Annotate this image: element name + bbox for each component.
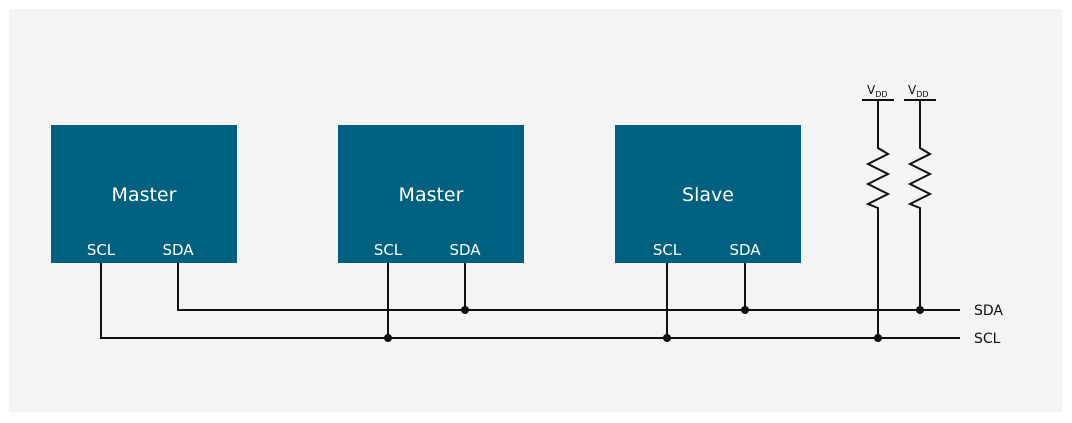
device-box bbox=[615, 125, 801, 263]
pullup-resistor-sda: VDD bbox=[904, 83, 936, 310]
junction-dot bbox=[461, 306, 469, 314]
junction-dots bbox=[384, 306, 924, 342]
scl-bus-label: SCL bbox=[974, 331, 1001, 347]
resistor-zigzag bbox=[865, 100, 891, 338]
device-title: Slave bbox=[682, 184, 734, 206]
pullup-resistor-scl: VDD bbox=[862, 83, 894, 338]
device-title: Master bbox=[399, 184, 464, 206]
scl-pin-label: SCL bbox=[87, 241, 116, 259]
sda-pin-label: SDA bbox=[729, 241, 761, 259]
resistor-zigzag bbox=[907, 100, 933, 310]
junction-dot bbox=[384, 334, 392, 342]
device-slave: Slave SCL SDA bbox=[615, 125, 801, 263]
sda-bus-line bbox=[177, 263, 960, 311]
sda-bus-label: SDA bbox=[974, 303, 1003, 319]
junction-dot bbox=[916, 306, 924, 314]
scl-bus-line bbox=[100, 263, 960, 339]
device-title: Master bbox=[112, 184, 177, 206]
scl-pin-label: SCL bbox=[374, 241, 403, 259]
vdd-label: VDD bbox=[908, 83, 929, 99]
junction-dot bbox=[663, 334, 671, 342]
sda-pin-label: SDA bbox=[449, 241, 481, 259]
junction-dot bbox=[874, 334, 882, 342]
sda-pin-label: SDA bbox=[162, 241, 194, 259]
scl-pin-label: SCL bbox=[653, 241, 682, 259]
device-master-2: Master SCL SDA bbox=[338, 125, 524, 263]
device-box bbox=[338, 125, 524, 263]
vdd-label: VDD bbox=[867, 83, 888, 99]
device-box bbox=[51, 125, 237, 263]
device-master-1: Master SCL SDA bbox=[51, 125, 237, 263]
junction-dot bbox=[741, 306, 749, 314]
